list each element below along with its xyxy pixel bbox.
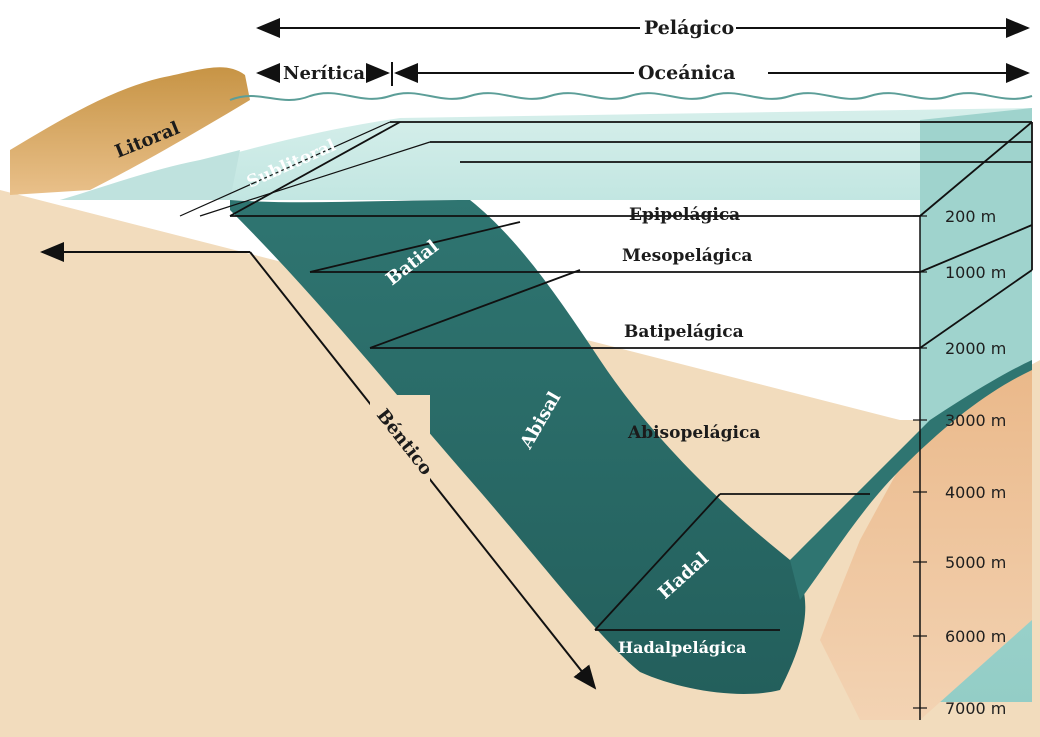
label-mesopelagica: Mesopelágica — [622, 246, 752, 266]
label-epipelagica: Epipelágica — [629, 205, 740, 225]
depth-label-200: 200 m — [945, 207, 996, 226]
depth-label-2000: 2000 m — [945, 339, 1006, 358]
label-batipelagica: Batipelágica — [624, 322, 744, 342]
depth-label-5000: 5000 m — [945, 553, 1006, 572]
depth-label-3000: 3000 m — [945, 411, 1006, 430]
label-pelagico: Pelágico — [644, 17, 734, 39]
label-neritica: Nerítica — [283, 63, 365, 84]
depth-label-6000: 6000 m — [945, 627, 1006, 646]
label-abisopelagica: Abisopelágica — [627, 423, 760, 443]
label-hadalpelagica: Hadalpelágica — [618, 638, 746, 657]
depth-label-4000: 4000 m — [945, 483, 1006, 502]
depth-label-1000: 1000 m — [945, 263, 1006, 282]
depth-label-7000: 7000 m — [945, 699, 1006, 718]
label-oceanica: Oceánica — [638, 62, 735, 84]
